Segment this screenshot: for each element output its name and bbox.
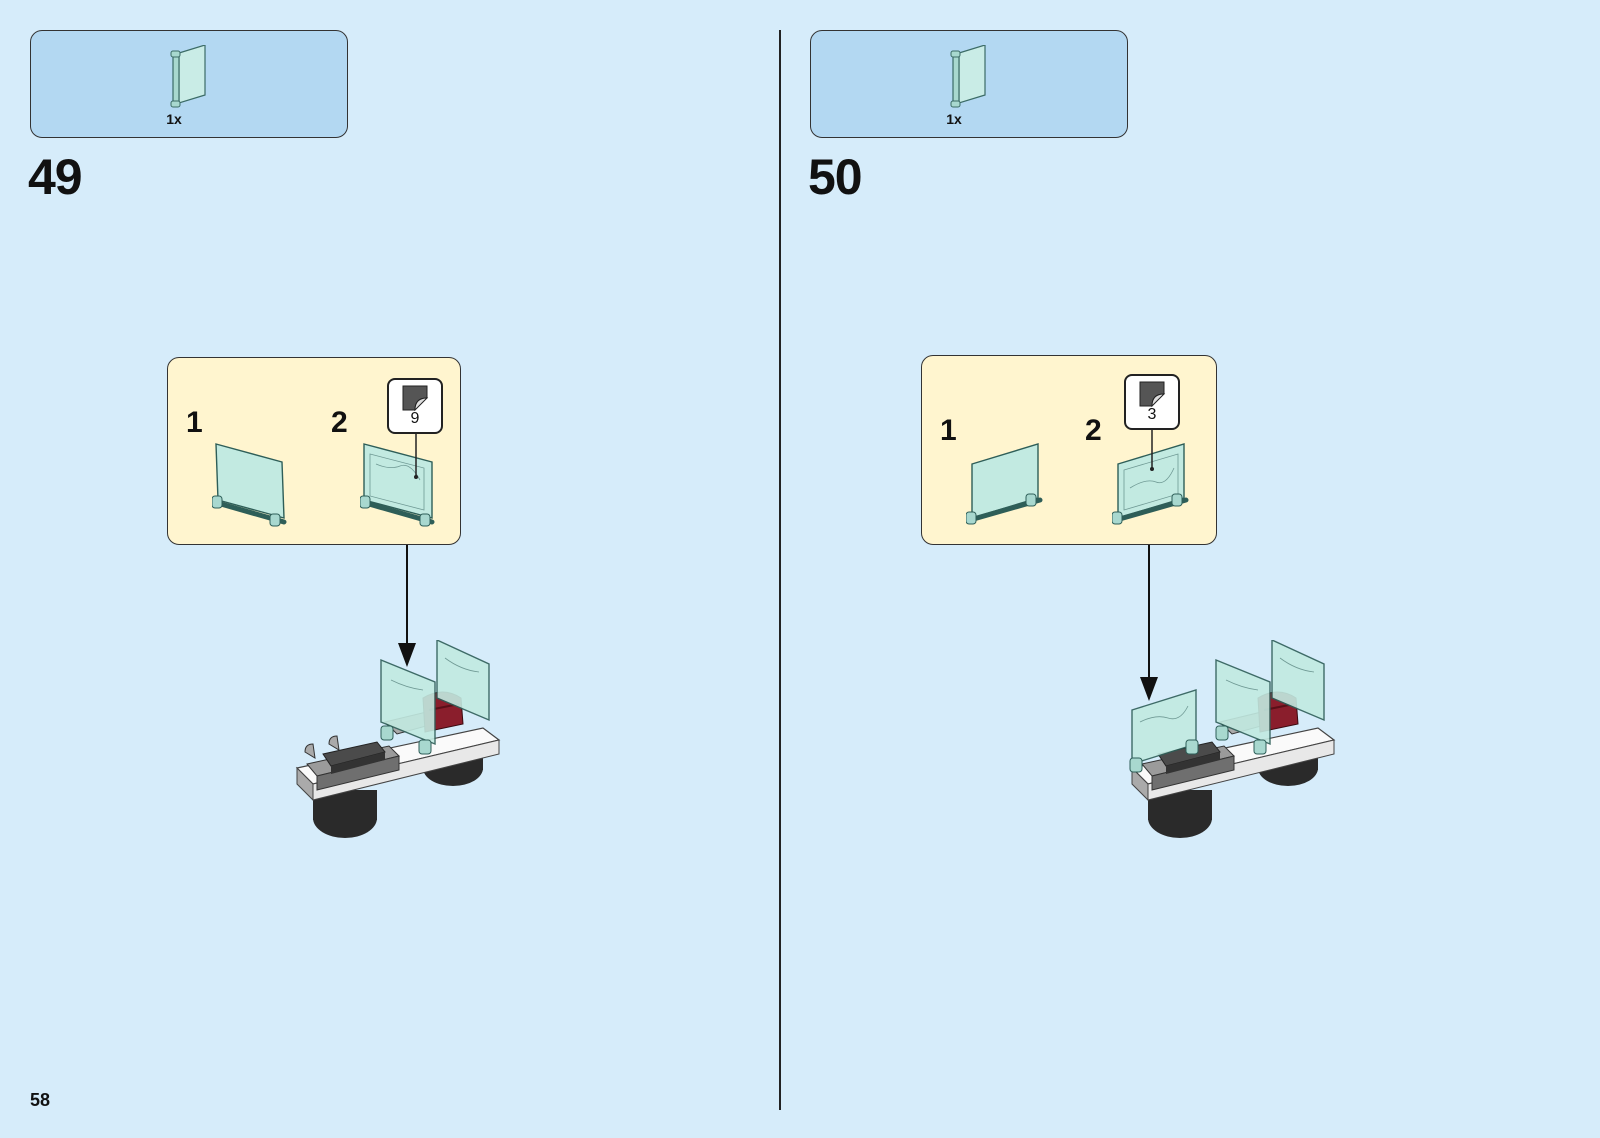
parts-list-box: 1x bbox=[30, 30, 348, 138]
sub-step-number: 1 bbox=[940, 414, 957, 448]
step-number: 49 bbox=[28, 148, 82, 206]
glass-panel-icon bbox=[947, 45, 997, 111]
parts-list-box: 1x bbox=[810, 30, 1128, 138]
glass-panel-icon bbox=[167, 45, 217, 111]
sub-step-number: 2 bbox=[1085, 414, 1102, 448]
leader-line bbox=[414, 432, 418, 480]
sticker-icon bbox=[1138, 380, 1166, 408]
step-50: 1x 50 1 2 3 bbox=[780, 0, 1560, 1138]
step-49: 1x 49 1 2 9 bbox=[0, 0, 780, 1138]
sub-assembly-callout: 1 2 9 bbox=[167, 357, 461, 545]
sticker-number: 9 bbox=[389, 410, 441, 428]
sub-step-number: 2 bbox=[331, 406, 348, 440]
step-number: 50 bbox=[808, 148, 862, 206]
sticker-applied-panel-icon bbox=[360, 440, 440, 530]
glass-panel-icon bbox=[966, 438, 1046, 528]
sticker-number: 3 bbox=[1126, 406, 1178, 424]
part-quantity: 1x bbox=[946, 111, 962, 127]
part-quantity: 1x bbox=[166, 111, 182, 127]
sticker-icon bbox=[401, 384, 429, 412]
assembly-model bbox=[1128, 640, 1340, 848]
sub-assembly-callout: 1 2 3 bbox=[921, 355, 1217, 545]
sticker-badge: 3 bbox=[1124, 374, 1180, 430]
glass-panel-icon bbox=[212, 440, 292, 530]
assembly-model bbox=[293, 640, 505, 848]
page-number: 58 bbox=[30, 1090, 50, 1111]
leader-line bbox=[1150, 428, 1154, 472]
sub-step-number: 1 bbox=[186, 406, 203, 440]
sticker-badge: 9 bbox=[387, 378, 443, 434]
